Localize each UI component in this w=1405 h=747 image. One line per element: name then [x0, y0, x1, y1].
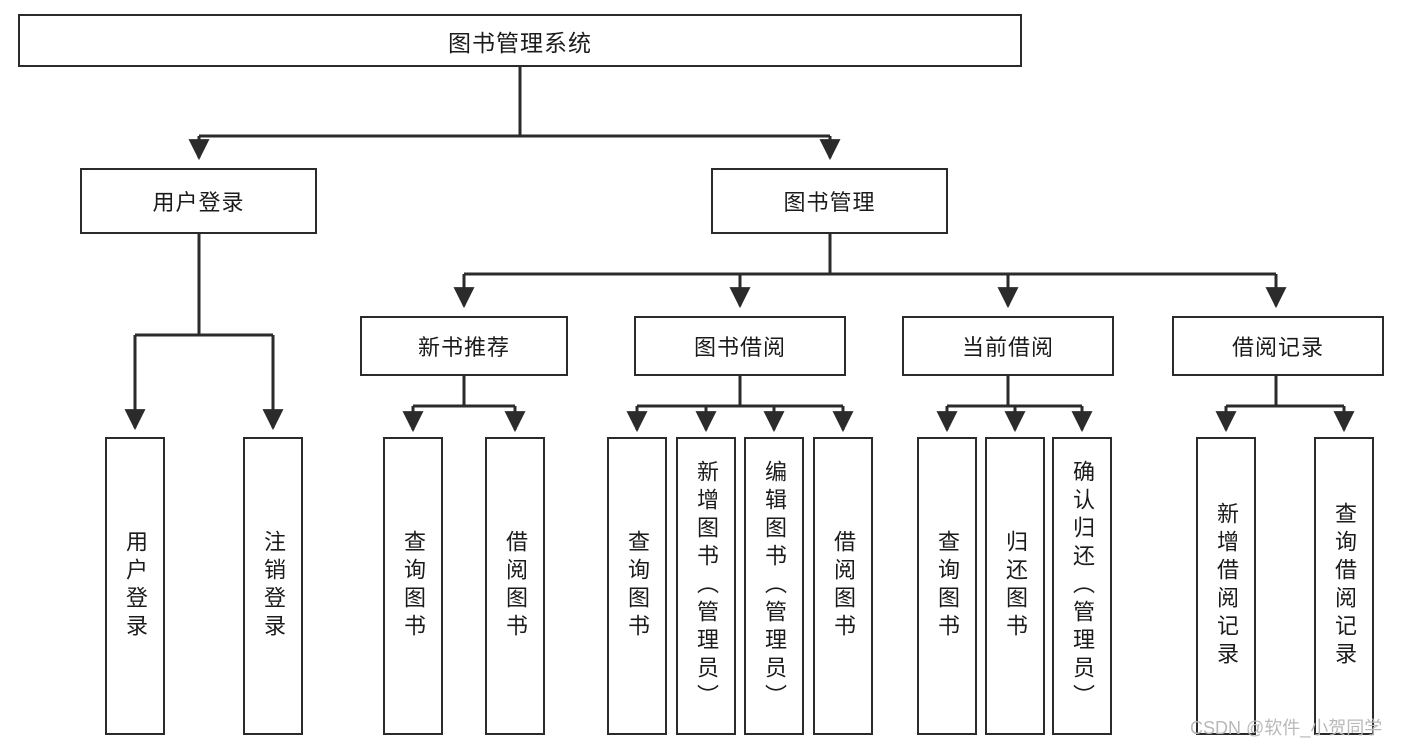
node-leaf-user-login[interactable]: 用户登录 [105, 437, 165, 735]
node-leaf-query-book-3[interactable]: 查询图书 [917, 437, 977, 735]
node-book-borrow[interactable]: 图书借阅 [634, 316, 846, 376]
node-current-borrow[interactable]: 当前借阅 [902, 316, 1114, 376]
node-leaf-add-borrow-record[interactable]: 新增借阅记录 [1196, 437, 1256, 735]
node-label: 编辑图书（管理员） [762, 460, 787, 712]
node-label: 查询借阅记录 [1332, 502, 1357, 670]
node-label: 查询图书 [935, 530, 960, 642]
node-label: 借阅记录 [1231, 335, 1324, 360]
node-book-management[interactable]: 图书管理 [711, 168, 948, 234]
node-leaf-query-book-2[interactable]: 查询图书 [607, 437, 667, 735]
node-label: 当前借阅 [961, 335, 1054, 360]
node-leaf-borrow-book-1[interactable]: 借阅图书 [485, 437, 545, 735]
node-leaf-add-book[interactable]: 新增图书（管理员） [676, 437, 736, 735]
node-borrow-record[interactable]: 借阅记录 [1172, 316, 1384, 376]
node-label: 查询图书 [401, 530, 426, 642]
node-label: 图书管理系统 [448, 29, 592, 56]
node-label: 新增图书（管理员） [694, 460, 719, 712]
node-label: 新书推荐 [417, 335, 510, 360]
node-user-login[interactable]: 用户登录 [80, 168, 317, 234]
node-leaf-edit-book[interactable]: 编辑图书（管理员） [744, 437, 804, 735]
node-leaf-query-book-1[interactable]: 查询图书 [383, 437, 443, 735]
node-leaf-return-book[interactable]: 归还图书 [985, 437, 1045, 735]
node-leaf-confirm-return[interactable]: 确认归还（管理员） [1052, 437, 1112, 735]
node-label: 新增借阅记录 [1214, 502, 1239, 670]
node-book-management-system[interactable]: 图书管理系统 [18, 14, 1022, 67]
node-label: 借阅图书 [503, 530, 528, 642]
node-label: 归还图书 [1003, 530, 1028, 642]
node-label: 图书借阅 [693, 335, 786, 360]
node-label: 图书管理 [783, 190, 876, 215]
node-label: 确认归还（管理员） [1070, 460, 1095, 712]
node-leaf-borrow-book-2[interactable]: 借阅图书 [813, 437, 873, 735]
node-leaf-query-borrow-record[interactable]: 查询借阅记录 [1314, 437, 1374, 735]
watermark-text: CSDN @软件_小贺同学 [1190, 718, 1383, 738]
node-new-book-recommend[interactable]: 新书推荐 [360, 316, 568, 376]
node-label: 用户登录 [123, 530, 148, 642]
node-label: 注销登录 [261, 530, 286, 642]
node-label: 查询图书 [625, 530, 650, 642]
node-label: 用户登录 [152, 190, 245, 215]
node-label: 借阅图书 [831, 530, 856, 642]
node-leaf-logout-login[interactable]: 注销登录 [243, 437, 303, 735]
